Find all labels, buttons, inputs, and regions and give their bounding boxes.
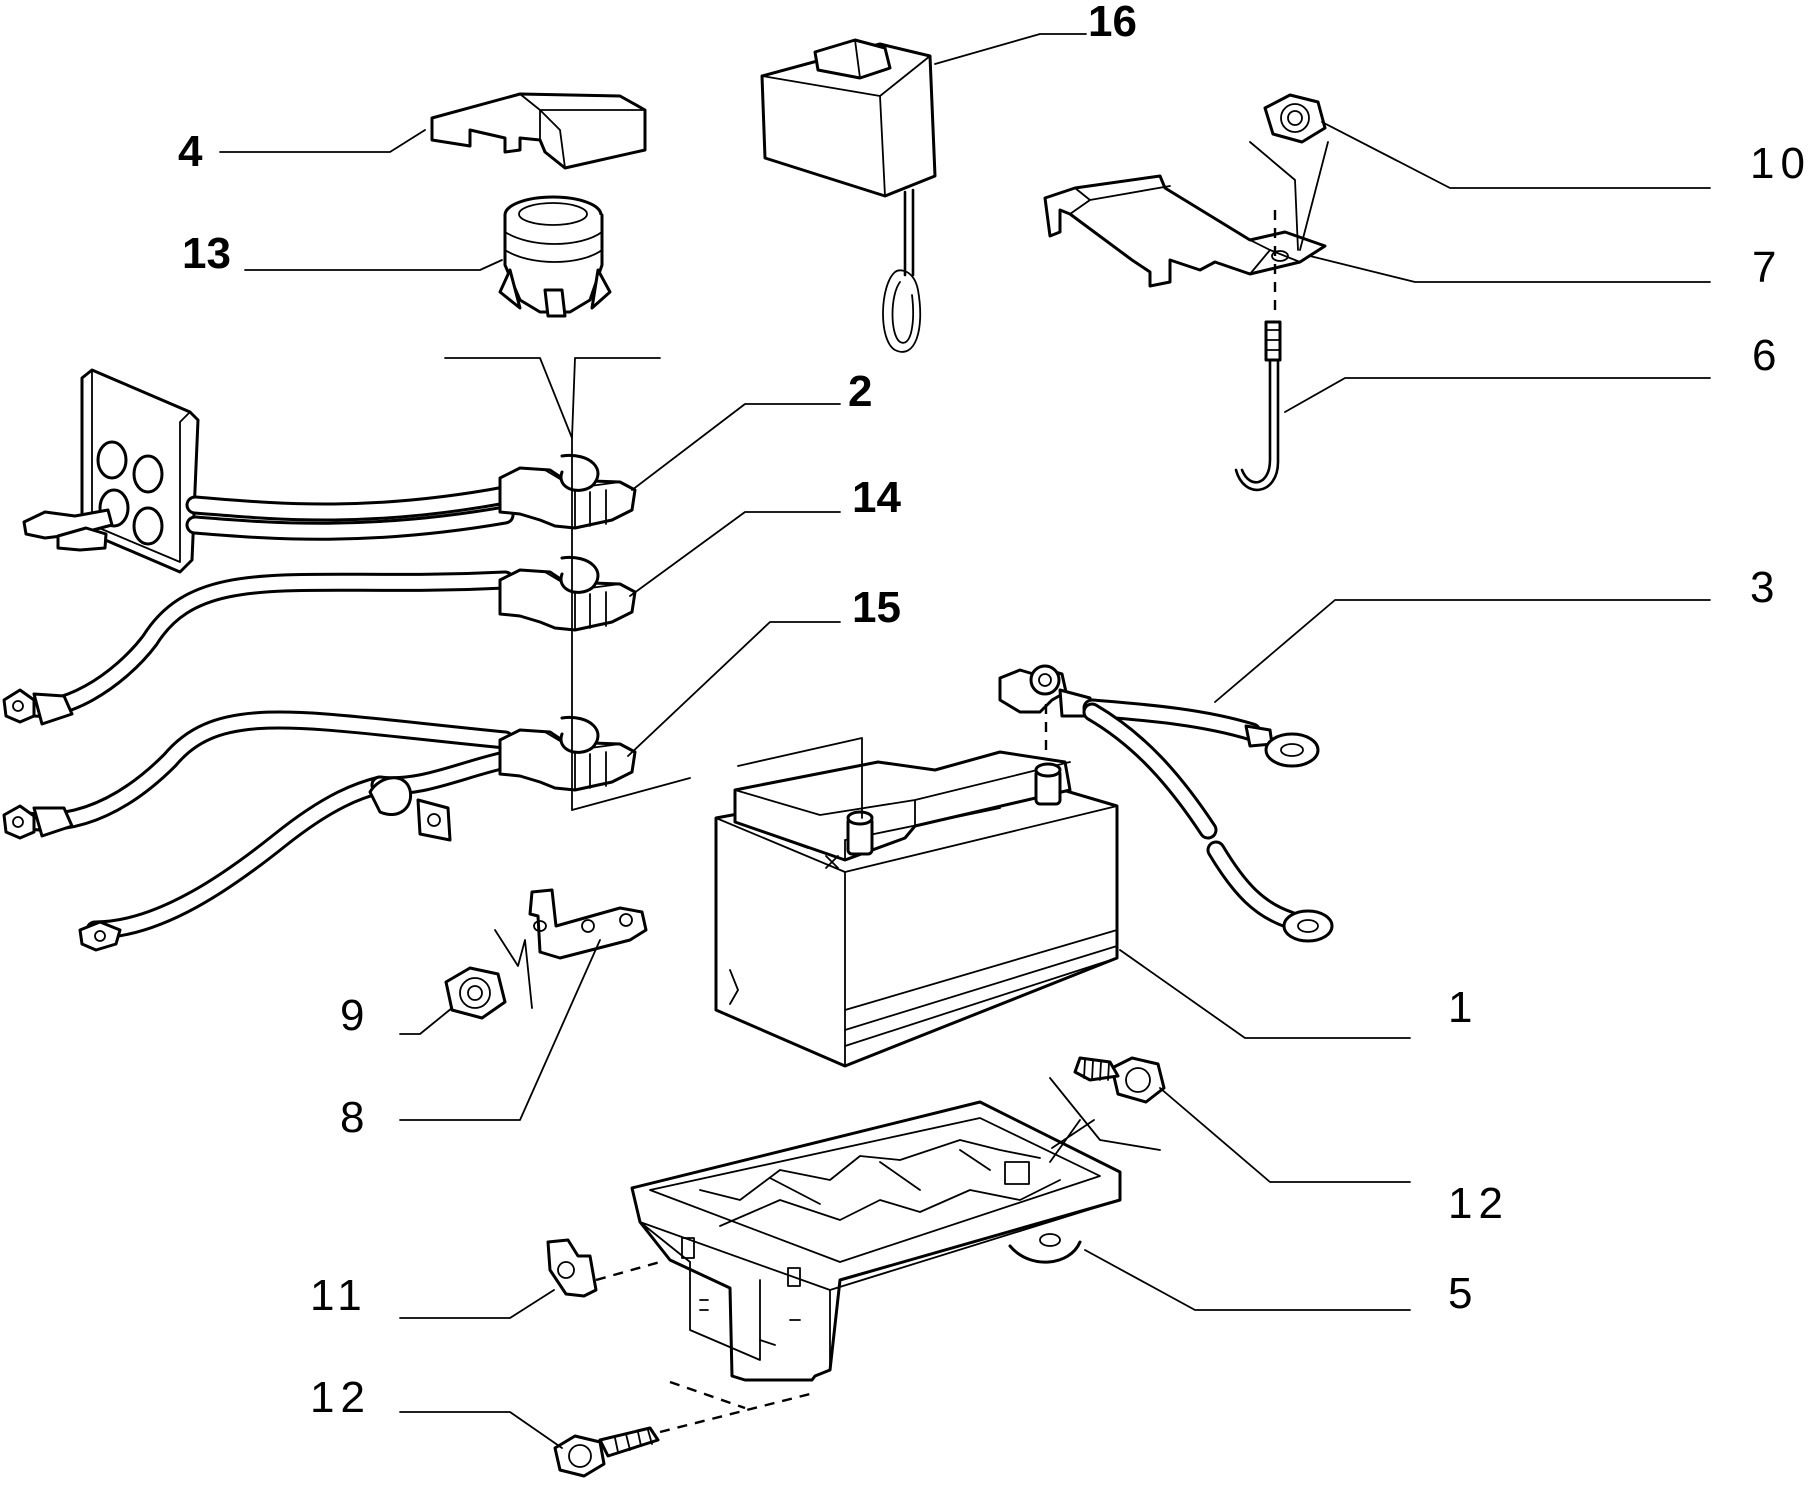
leader-5 — [1084, 1249, 1411, 1311]
leader-13 — [244, 259, 503, 271]
part-16-terminal-cover — [760, 38, 937, 353]
part-7-bracket — [1043, 174, 1327, 288]
terminal-guide — [737, 737, 863, 819]
phantom-8 — [494, 929, 533, 1009]
leader-12b — [399, 1411, 563, 1449]
callout-9: 9 — [340, 991, 370, 1040]
part-6-hook-rod — [1234, 320, 1282, 491]
assembly-line-clips — [444, 357, 661, 439]
part-13-grommet — [498, 195, 612, 318]
part-3-ground-cable — [998, 664, 1334, 943]
part-11-clip-nut — [546, 1238, 598, 1298]
part-15-clip — [498, 715, 637, 792]
callout-13: 13 — [182, 229, 231, 278]
part-1-battery — [714, 750, 1119, 1068]
leader-16 — [934, 33, 1087, 65]
callout-14: 14 — [852, 473, 901, 522]
leader-8 — [399, 939, 601, 1121]
callout-11: 11 — [310, 1271, 368, 1320]
leader-11 — [399, 1289, 555, 1319]
leader-15 — [627, 621, 841, 757]
callout-5: 5 — [1448, 1269, 1478, 1318]
leader-10 — [1321, 121, 1711, 189]
part-10-nut — [1263, 93, 1327, 144]
part-2-clip — [498, 453, 637, 530]
callout-10: 10 — [1750, 139, 1810, 188]
part-8-bracket — [528, 888, 648, 960]
leader-2 — [631, 403, 841, 491]
callout-1: 1 — [1448, 983, 1478, 1032]
leader-7 — [1309, 255, 1711, 283]
cable-lugs — [2, 688, 452, 952]
callout-7: 7 — [1752, 243, 1782, 292]
callout-3: 3 — [1750, 563, 1780, 612]
callout-8: 8 — [340, 1093, 370, 1142]
leader-12a — [1159, 1087, 1411, 1183]
callout-2: 2 — [848, 367, 872, 416]
part-9-nut — [444, 966, 507, 1020]
phantom-bracket-7 — [1249, 141, 1329, 251]
leader-6 — [1284, 377, 1711, 413]
fuse-block — [22, 368, 200, 574]
leader-4 — [219, 129, 426, 153]
leader-14 — [629, 511, 841, 597]
assembly-guide-12b — [669, 1380, 746, 1410]
assembly-axis-12b — [659, 1392, 811, 1434]
leader-1 — [1119, 949, 1411, 1039]
part-12-bolt-lower — [553, 1426, 660, 1478]
callout-16: 16 — [1088, 0, 1137, 46]
leader-3 — [1214, 599, 1711, 703]
callout-4: 4 — [178, 127, 203, 176]
part-12-bolt-upper — [1073, 1056, 1166, 1104]
part-14-clip — [498, 555, 637, 632]
callout-12-upper: 12 — [1448, 1179, 1509, 1228]
callout-15: 15 — [852, 583, 901, 632]
callout-12-lower: 12 — [310, 1373, 371, 1422]
callout-6: 6 — [1752, 331, 1782, 380]
phantom-12a — [1049, 1077, 1161, 1151]
leader-9 — [399, 1007, 453, 1035]
part-4-cover — [430, 92, 647, 170]
assembly-axis-11 — [595, 1260, 661, 1282]
part-5-battery-tray — [630, 1100, 1122, 1382]
